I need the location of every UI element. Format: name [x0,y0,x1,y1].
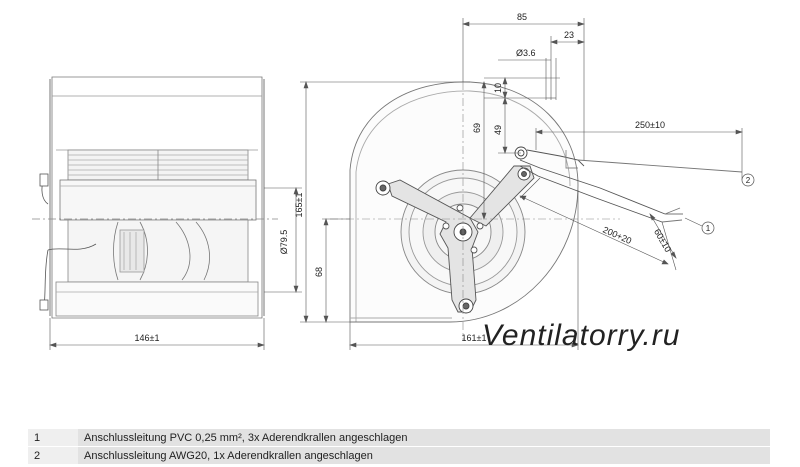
label-69: 69 [472,123,482,133]
label-23: 23 [564,30,574,40]
dimension-68 [322,218,350,323]
label-49: 49 [493,125,503,135]
front-centerlines [330,82,620,340]
side-view [32,76,278,319]
dimension-165 [300,81,470,323]
legend-row-2-text: Anschlussleitung AWG20, 1x Aderendkralle… [78,446,770,465]
callout-1-label: 1 [706,224,711,233]
legend-row-1-number: 1 [28,429,78,447]
dimension-diameter [264,187,302,293]
callout-2: 2 [741,172,755,187]
dimension-69 [481,81,487,220]
legend-row-1: 1 Anschlussleitung PVC 0,25 mm², 3x Ader… [28,429,770,447]
label-165: 165±1 [294,193,304,218]
front-view [349,81,743,323]
label-161: 161±1 [462,333,487,343]
label-146: 146±1 [135,333,160,343]
technical-drawing: 146±1 Ø79.5 [32,12,755,352]
watermark: Ventilatorry.ru [482,319,680,352]
legend-table: 1 Anschlussleitung PVC 0,25 mm², 3x Ader… [28,429,770,465]
dimension-161 [349,190,579,350]
label-10: 10 [493,83,503,93]
label-200: 200+20 [601,225,633,246]
legend-row-2-number: 2 [28,446,78,465]
label-250: 250±10 [635,120,665,130]
label-68: 68 [314,267,324,277]
label-60: 60±10 [652,227,673,254]
dimension-hole [498,58,557,100]
legend-row-1-text: Anschlussleitung PVC 0,25 mm², 3x Aderen… [78,429,770,447]
legend-row-2: 2 Anschlussleitung AWG20, 1x Aderendkral… [28,446,770,465]
dimension-60 [649,213,677,259]
dimension-250 [535,128,743,172]
dimension-200 [519,177,677,271]
callout-1: 1 [684,217,715,235]
dimension-85 [462,18,585,160]
label-diameter: Ø79.5 [279,230,289,255]
dimension-146 [49,318,265,350]
label-hole: Ø3.6 [516,48,536,58]
dimension-23 [550,36,585,100]
dimension-10 [484,77,560,99]
callout-2-label: 2 [746,176,751,185]
label-85: 85 [517,12,527,22]
dimension-49 [498,97,521,154]
